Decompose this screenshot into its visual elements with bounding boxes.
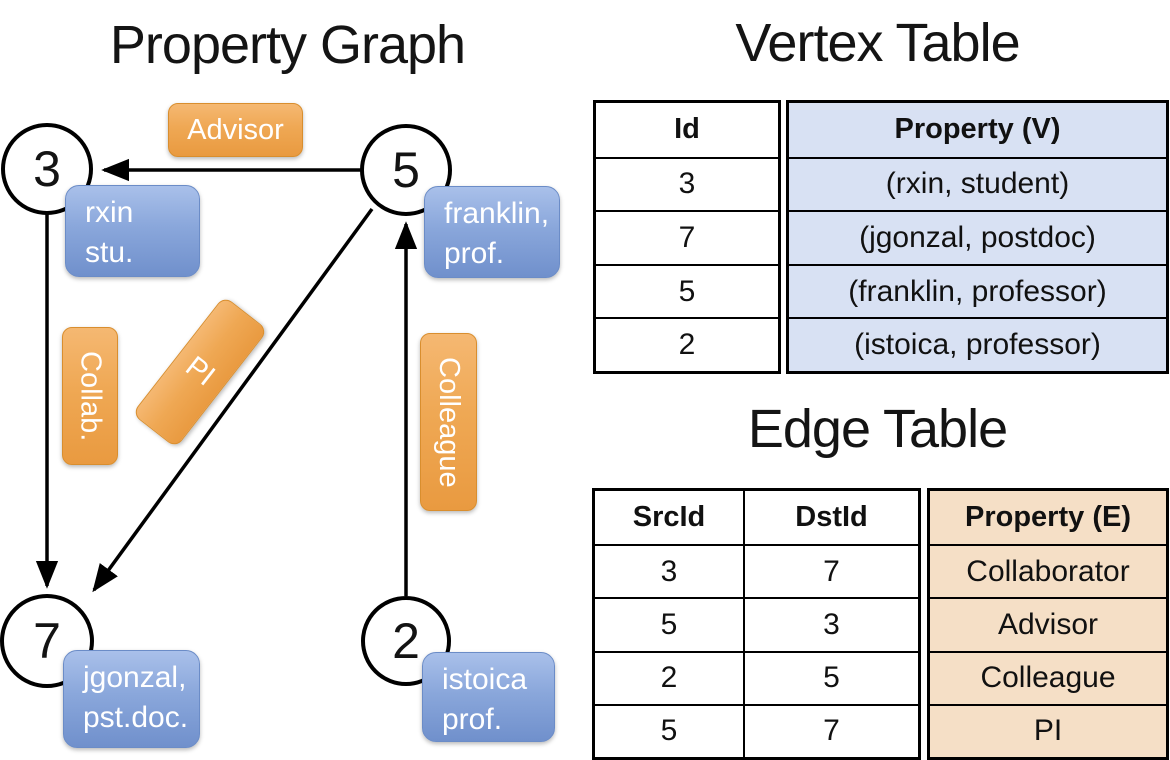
edge-srcid-cell: 5 <box>595 597 743 650</box>
edge-label-colleague: Colleague <box>420 333 477 511</box>
vertex-table-property-header: Property (V) <box>894 113 1061 146</box>
graph-edges-layer <box>35 158 418 596</box>
vertex-id-cell: 5 <box>596 263 778 318</box>
edge-srcid-cell: 2 <box>595 650 743 704</box>
vertex-label-jgonzal: jgonzal, pst.doc. <box>63 650 200 748</box>
edge-dstid-cell: 7 <box>743 544 918 598</box>
node-id-label: 7 <box>33 613 61 669</box>
vertex-property-cell: (franklin, professor) <box>789 263 1166 318</box>
node-id-label: 3 <box>33 141 61 197</box>
vertex-property-cell: (istoica, professor) <box>789 317 1166 371</box>
property-graph-title: Property Graph <box>109 15 466 75</box>
edge-property-cell: Collaborator <box>930 544 1166 597</box>
edge-dstid-cell: 3 <box>743 597 918 651</box>
edge-srcid-cell: 3 <box>595 544 743 597</box>
vertex-table-property-column: Property (V) (rxin, student) (jgonzal, p… <box>786 100 1169 374</box>
vertex-table-title: Vertex Table <box>735 13 1020 73</box>
edge-property-cell: Colleague <box>930 650 1166 704</box>
vertex-id-cell: 2 <box>596 317 778 371</box>
edge-table-id-columns: SrcId DstId 3 7 5 3 2 5 5 7 <box>592 488 921 760</box>
edge-dstid-cell: 7 <box>743 703 918 757</box>
edge-property-cell: PI <box>930 703 1166 757</box>
edge-label-advisor: Advisor <box>168 103 303 157</box>
vertex-id-cell: 7 <box>596 210 778 264</box>
edge-dstid-cell: 5 <box>743 650 918 704</box>
edge-table-srcid-header: SrcId <box>632 501 706 534</box>
edge-pi-5-to-7 <box>92 207 374 593</box>
node-circle-2: 2 <box>361 596 451 686</box>
vertex-label-rxin: rxin stu. <box>65 185 200 277</box>
vertex-property-cell: (jgonzal, postdoc) <box>789 210 1166 264</box>
edge-table-title: Edge Table <box>747 399 1008 459</box>
vertex-table-id-header: Id <box>674 113 700 146</box>
edge-table-dstid-header: DstId <box>743 491 918 545</box>
vertex-id-cell: 3 <box>596 156 778 211</box>
vertex-label-istoica: istoica prof. <box>422 652 555 742</box>
edge-table-property-header: Property (E) <box>965 501 1131 534</box>
node-id-label: 5 <box>392 142 420 198</box>
node-circle-5: 5 <box>360 124 452 216</box>
vertex-property-cell: (rxin, student) <box>789 156 1166 211</box>
edge-srcid-cell: 5 <box>595 703 743 757</box>
edge-label-pi-text: PI <box>179 350 221 393</box>
node-id-label: 2 <box>392 613 420 669</box>
vertex-table-id-column: Id 3 7 5 2 <box>593 100 781 374</box>
vertex-label-franklin: franklin, prof. <box>424 186 560 278</box>
edge-label-collab: Collab. <box>62 327 118 465</box>
edge-table-property-column: Property (E) Collaborator Advisor Collea… <box>927 488 1169 760</box>
edge-property-cell: Advisor <box>930 597 1166 650</box>
